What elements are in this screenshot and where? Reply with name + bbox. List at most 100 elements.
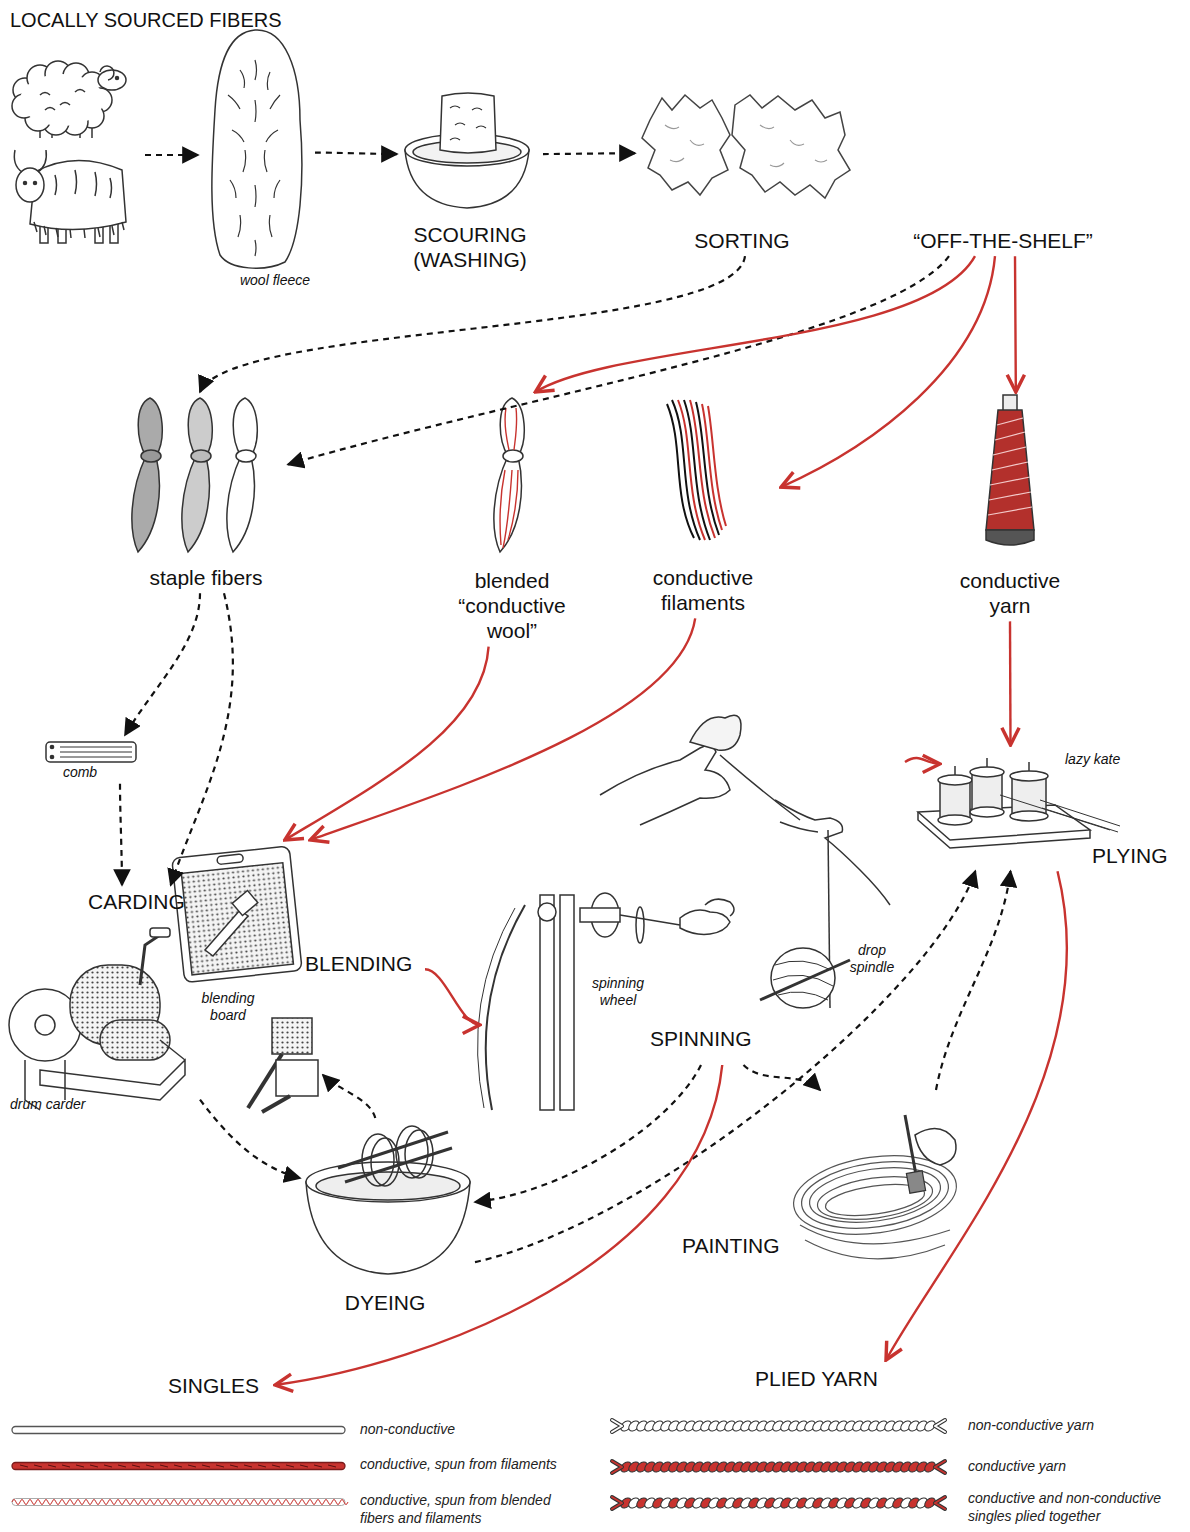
sorted-fleece (732, 95, 850, 198)
comb-tool (60, 747, 132, 757)
sheep-figure (20, 74, 104, 126)
flow-arrow (886, 871, 1067, 1360)
spinning-wheel (580, 908, 620, 922)
step-label: SORTING (694, 228, 789, 253)
legend-swatch (12, 1500, 348, 1505)
flow-arrow (120, 784, 122, 885)
process-step: SCOURING (WASHING) (397, 65, 543, 277)
process-step: BLENDINGblending board (170, 840, 425, 1075)
lazy-kate (1010, 811, 1048, 821)
process-step: PAINTING (675, 1090, 965, 1275)
legend-swatch (935, 1420, 945, 1432)
legend-swatch (12, 1463, 345, 1470)
part-label: spinning wheel (586, 975, 650, 1009)
filament-bundle (702, 404, 722, 530)
drop-spindle (775, 800, 890, 905)
filament-bundle (690, 400, 715, 538)
lazy-kate (970, 767, 1004, 777)
drum-carder (35, 1015, 55, 1035)
yarn-cone (986, 530, 1034, 545)
lazy-kate (1010, 771, 1048, 781)
flow-arrow (535, 256, 975, 392)
spinning-wheel (478, 893, 734, 1110)
legend-swatch (935, 1420, 945, 1432)
spinning-wheel (540, 895, 554, 1110)
painted-skein (915, 1129, 956, 1165)
painted-skein (789, 1115, 962, 1259)
step-label: SPINNING (650, 1026, 752, 1051)
flow-arrow (285, 647, 489, 840)
scouring-bowl (450, 106, 486, 140)
staple-locks (236, 450, 256, 462)
yak-figure (14, 150, 126, 243)
legend-swatch (20, 1465, 336, 1467)
process-step: staple fibers (128, 392, 288, 593)
drum-carder (40, 1060, 185, 1100)
painted-skein (797, 1153, 952, 1237)
blended-lock (494, 398, 524, 552)
yarn-cone (1003, 395, 1017, 411)
flow-arrow (171, 593, 233, 885)
spinning-wheel (478, 908, 515, 1108)
yarn-cone (986, 410, 1034, 530)
process-step: SPINNINGspinning wheeldrop spindle (480, 700, 905, 1065)
process-step: conductive filaments (625, 392, 781, 618)
painted-skein (815, 1170, 935, 1226)
flow-arrow (323, 1075, 375, 1118)
process-step: conductive yarn (937, 392, 1083, 621)
fleece-figure (212, 30, 302, 268)
flow-arrow (543, 152, 635, 155)
sorted-fleece (642, 95, 730, 195)
flow-arrow (310, 618, 695, 840)
yak-figure (16, 168, 44, 202)
flow-arrow (781, 256, 995, 487)
legend-label: conductive yarn (968, 1458, 1066, 1476)
spinning-wheel (680, 910, 730, 934)
legend-swatch (12, 1463, 345, 1470)
flow-arrow (1014, 256, 1017, 392)
hand-carders (272, 1018, 312, 1054)
spinning-wheel (538, 903, 556, 921)
step-label: PLIED YARN (755, 1366, 878, 1391)
legend-swatch (12, 1499, 348, 1506)
drum-carder (9, 928, 185, 1110)
legend-label: conductive, spun from filaments (360, 1456, 557, 1474)
lazy-kate (938, 775, 972, 785)
flow-arrow (200, 256, 745, 392)
blending-board (172, 846, 302, 983)
dye-bowl (405, 1130, 433, 1178)
step-label: “OFF-THE-SHELF” (913, 228, 1093, 253)
step-label: staple fibers (149, 565, 262, 590)
flow-arrow (1009, 621, 1012, 745)
part-label: blending board (188, 990, 268, 1024)
process-step: lazy katePLYING (940, 745, 1175, 871)
painted-skein (800, 1225, 950, 1259)
blending-board (217, 854, 244, 865)
drop-spindle (720, 755, 800, 820)
yarn-cone (986, 395, 1034, 545)
blending-board (205, 910, 248, 956)
fleece-figure (228, 60, 280, 256)
legend-label: non-conductive (360, 1421, 455, 1439)
comb-tool (46, 742, 136, 762)
legend-swatch (612, 1497, 622, 1509)
legend-swatch (935, 1461, 945, 1473)
blending-board (172, 846, 302, 983)
sheep-figure (12, 61, 126, 138)
step-label: SINGLES (168, 1373, 259, 1398)
drum-carder (100, 1020, 170, 1060)
diagram-title: LOCALLY SOURCED FIBERS (10, 8, 282, 32)
yak-figure (24, 182, 27, 185)
scouring-bowl (440, 93, 496, 153)
legend-swatch (935, 1497, 945, 1509)
legend-swatch (612, 1461, 622, 1473)
step-label: conductive yarn (940, 568, 1080, 618)
lazy-kate (918, 812, 1090, 848)
fleece-figure (212, 30, 302, 268)
spinning-wheel (705, 899, 734, 916)
legend-swatch (12, 1427, 345, 1434)
legend-label: conductive, spun from blended fibers and… (360, 1492, 575, 1527)
part-label: wool fleece (240, 272, 310, 289)
comb-tool (50, 745, 53, 748)
blending-board (181, 863, 293, 975)
